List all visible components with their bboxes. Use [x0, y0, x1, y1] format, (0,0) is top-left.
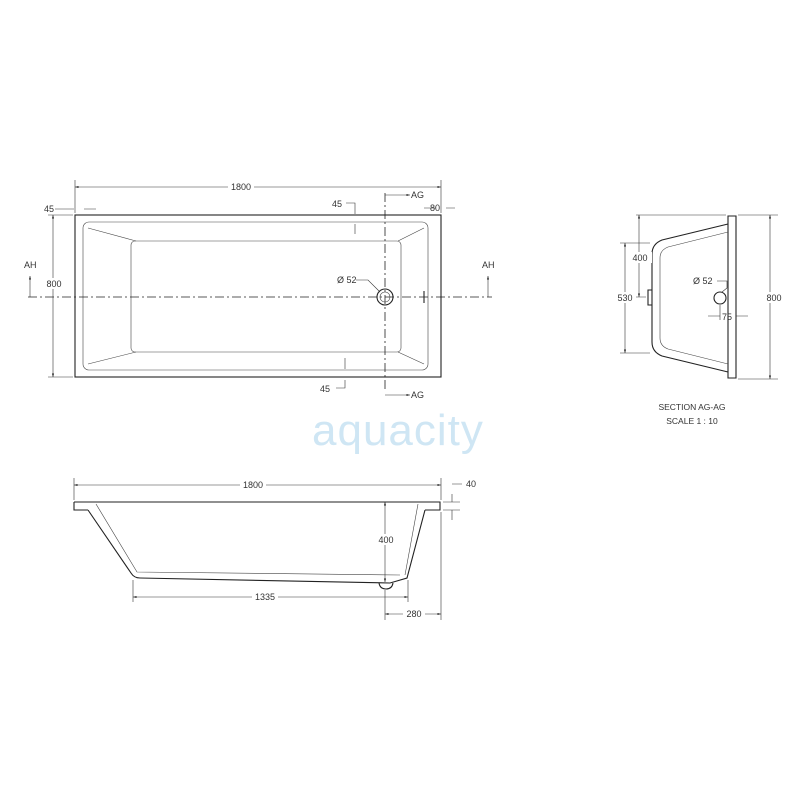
side-inner: [95, 503, 419, 576]
section-caption: SECTION AG-AG: [658, 402, 725, 412]
dim-floor-length-label: 1335: [255, 592, 275, 602]
rim: [73, 501, 441, 511]
dim-side-drain-offset-label: 280: [406, 609, 421, 619]
dim-rim-left-label: 45: [44, 204, 54, 214]
label-ah-left: AH: [24, 260, 37, 270]
bath-outline: [74, 214, 442, 378]
section-scale: SCALE 1 : 10: [666, 416, 718, 426]
rim-inner-edge: [82, 221, 429, 371]
drain-bump: [378, 582, 394, 590]
dim-rim-right-label: 80: [430, 203, 440, 213]
overflow-bump: [647, 289, 652, 306]
dim-side-depth-label: 400: [378, 535, 393, 545]
dim-width-label: 800: [46, 279, 61, 289]
aquacity-watermark: aquacity: [312, 406, 484, 455]
drain-outer: [376, 288, 394, 306]
dim-rim-bottom-label: 45: [320, 384, 330, 394]
side-view: 1800 40 400 1335 280: [73, 478, 476, 620]
dim-rim-top: [346, 202, 356, 234]
dim-rim-bottom: [336, 358, 346, 389]
dim-drain-offset: [708, 305, 748, 320]
dim-rim-top-label: 45: [332, 199, 342, 209]
section-drain: [713, 291, 727, 305]
side-body: [87, 509, 426, 584]
dim-length-label: 1800: [231, 182, 251, 192]
dim-depth-to-drain-label: 400: [632, 253, 647, 263]
drain-label: Ø 52: [337, 275, 357, 285]
drain-inner: [379, 291, 391, 303]
basin-floor: [130, 240, 402, 353]
section-drain-label: Ø 52: [693, 276, 713, 286]
drain-leader: [356, 279, 381, 293]
label-ag-top: AG: [411, 190, 424, 200]
dim-drain-offset-label: 75: [722, 312, 732, 322]
dim-section-height-label: 800: [766, 293, 781, 303]
basin-slopes: [87, 227, 425, 365]
section-view: 800 530 400 Ø 52 75 SECTION AG-AG SCALE …: [614, 214, 784, 426]
dim-side-length-label: 1800: [243, 480, 263, 490]
dim-rim-thickness: [443, 483, 462, 520]
section-inner: [659, 231, 729, 365]
section-drain-leader: [717, 280, 728, 293]
section-body: [651, 223, 729, 373]
flange: [727, 215, 737, 379]
label-ah-right: AH: [482, 260, 495, 270]
dim-rim-thickness-label: 40: [466, 479, 476, 489]
label-ag-bottom: AG: [411, 390, 424, 400]
plan-view: AH AH AG AG 1800 800 45 45 80 45 Ø 52: [24, 180, 495, 400]
dim-basin-width-label: 530: [617, 293, 632, 303]
